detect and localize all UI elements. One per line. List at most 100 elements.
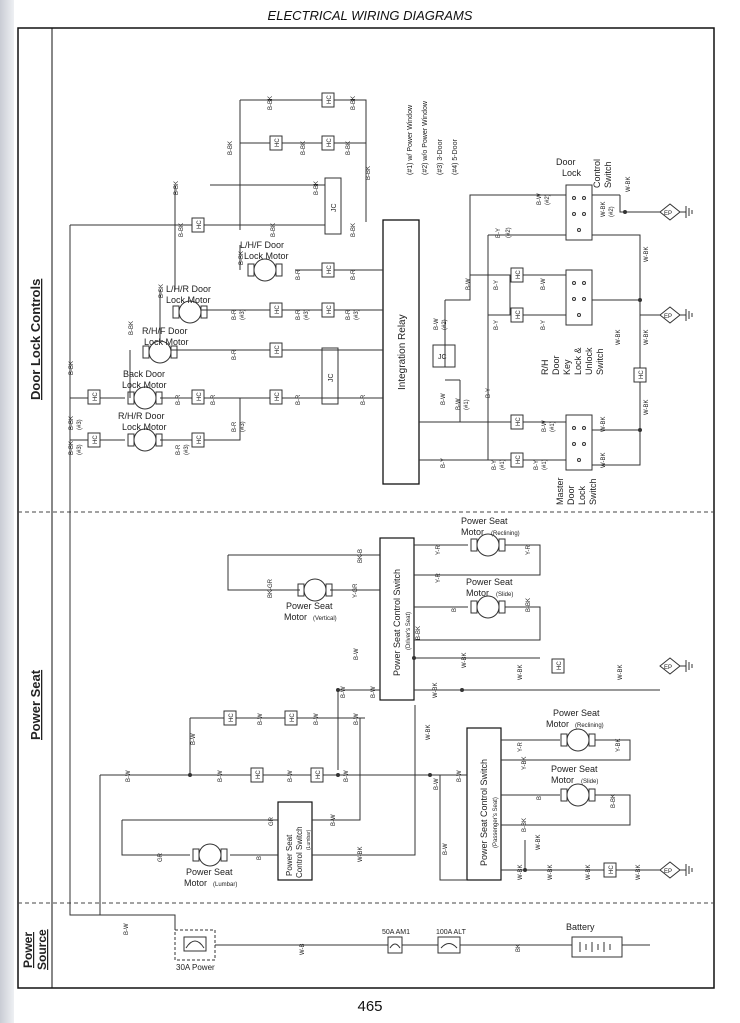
wire-label: Y-R [436, 545, 442, 555]
wire-label: B-W [456, 398, 462, 410]
wire-label: Y-BK [616, 739, 622, 752]
motor-lumbar [192, 843, 228, 867]
splice-dot [638, 298, 642, 302]
motor-back-door [127, 386, 163, 410]
wire-label: B-W [354, 648, 360, 660]
wire-label: W-BK [626, 176, 632, 192]
motor-label-lhf-2: Lock Motor [244, 251, 289, 261]
wire-label: W-BK [433, 682, 439, 698]
hc-connector: HC [269, 135, 283, 151]
motor-label-lhf-1: L/H/F Door [240, 240, 284, 250]
switch-label-dlc-2: Lock [562, 168, 582, 178]
wire-label: BK [516, 944, 522, 952]
driver-switch-harness [227, 544, 660, 691]
wire-label: W-BK [462, 652, 468, 668]
power-source-harness [100, 914, 650, 946]
passenger-switch-label: Power Seat Control Switch [479, 759, 489, 866]
wire-label: B-BK [346, 141, 352, 155]
driver-switch-label: Power Seat Control Switch [392, 569, 402, 676]
fuse-50a-am1 [387, 936, 403, 954]
hc-connector: HC [310, 767, 324, 783]
note-1: (#1) w/ Power Window [407, 104, 414, 175]
wire-label: B-R [296, 394, 302, 405]
hc-connector: HC [321, 302, 335, 318]
wire-label: W-BK [358, 846, 364, 862]
wire-label: B-Y [492, 460, 498, 470]
hc-connector: HC [87, 389, 101, 405]
wire-label: B-R [296, 309, 302, 320]
wire-label: B-W [537, 193, 543, 205]
section-title-power-seat: Power Seat [28, 669, 43, 740]
switch-label-master-2: Door [566, 485, 576, 505]
wire-label: B-BK [611, 794, 617, 808]
splice-dot [188, 773, 192, 777]
jc-lower: JC [321, 347, 339, 405]
wire-label: B-W [434, 318, 440, 330]
fuse-30a-power [174, 929, 216, 961]
ps-lumbar-2: Motor [184, 878, 207, 888]
wire-label: (#1) [464, 399, 470, 410]
wire-label: B-BK [69, 441, 75, 455]
rh-door-key-switch [565, 269, 593, 326]
svg-text:HC: HC [639, 370, 645, 379]
wire-label: B-BK [228, 141, 234, 155]
wire-label: W-BK [618, 664, 624, 680]
switch-harness-right [592, 194, 660, 466]
motor-label-back-1: Back Door [123, 369, 165, 379]
wire-label: B-Y [496, 228, 502, 238]
motor-label-lhr-2: Lock Motor [166, 295, 211, 305]
wire-label: B-BK [366, 166, 372, 180]
wire-label: B-BK [159, 284, 165, 298]
wire-label: B-Y [441, 458, 447, 468]
motor-label-back-2: Lock Motor [122, 380, 167, 390]
hc-connector: HC [191, 389, 205, 405]
svg-text:HC: HC [275, 345, 281, 354]
svg-text:HC: HC [327, 305, 333, 314]
wire-label: B-W [258, 713, 264, 725]
section-title-power-source-1: Power [21, 932, 35, 968]
wire-label: B-W [344, 770, 350, 782]
wire-label: B [537, 796, 543, 800]
wire-label: B-W [354, 713, 360, 725]
door-lock-top-harness [69, 99, 367, 475]
switch-label-master-4: Switch [588, 478, 598, 505]
wire-label: (#3) [240, 421, 246, 432]
wire-label: B-R [176, 444, 182, 455]
fuse-alt-label: 100A ALT [436, 929, 467, 936]
svg-text:EP: EP [664, 314, 672, 320]
hc-connector: HC [269, 342, 283, 358]
jc-right: JC [432, 344, 456, 368]
wire-label: B [452, 608, 458, 612]
master-door-lock-switch [565, 414, 593, 471]
svg-text:HC: HC [516, 417, 522, 426]
hc-connector: HC [510, 414, 524, 430]
wire-label: W-BK [548, 864, 554, 880]
motor-lhr-door [172, 300, 208, 324]
switch-label-rh-1: R/H [540, 360, 550, 376]
hc-connector: HC [191, 217, 205, 233]
switch-label-master-1: Master [555, 477, 565, 505]
wire-label: (#1) [542, 459, 548, 470]
switch-label-rh-3: Key [562, 359, 572, 375]
wire-label: (#3) [77, 419, 83, 430]
svg-text:HC: HC [516, 310, 522, 319]
svg-text:HC: HC [197, 392, 203, 401]
wire-label: B-W [126, 770, 132, 782]
hc-connector: HC [603, 862, 617, 878]
wire-label: B-BK [416, 626, 422, 640]
driver-seat-switch [379, 537, 415, 701]
svg-text:JC: JC [331, 203, 338, 212]
wire-label: B-R [351, 269, 357, 280]
wire-label: W-B [300, 943, 306, 955]
ps-slide-2: Motor [466, 588, 489, 598]
splice-dot [623, 210, 627, 214]
svg-text:HC: HC [516, 270, 522, 279]
splice-dot [523, 868, 527, 872]
ps-slide-p-2: Motor [551, 775, 574, 785]
wire-label: B-R [232, 349, 238, 360]
svg-text:HC: HC [93, 392, 99, 401]
hc-connector: HC [510, 307, 524, 323]
wire-label: B-BK [526, 598, 532, 612]
wire-label: B-W [124, 923, 130, 935]
